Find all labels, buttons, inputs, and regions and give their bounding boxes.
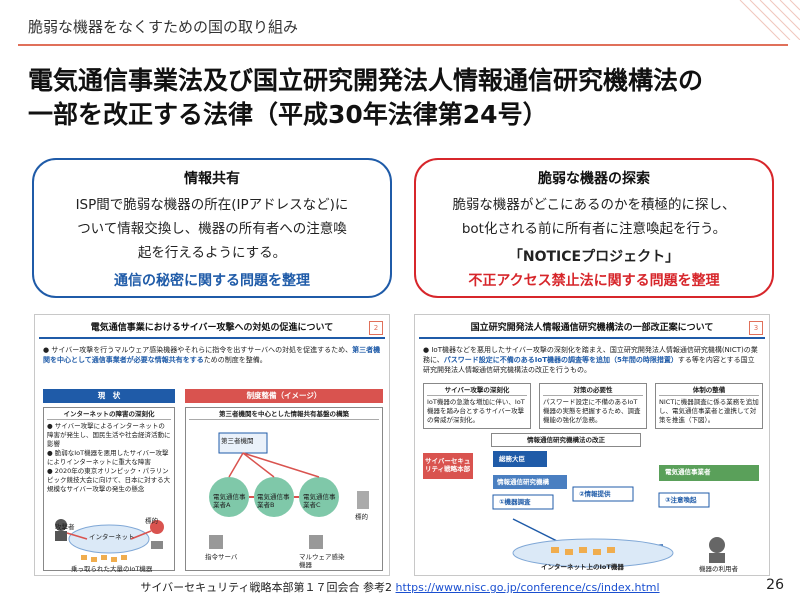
info-sharing-heading: 情報共有	[184, 171, 240, 187]
slide2-step1-label: ①機器調査	[499, 498, 531, 506]
slide1-operator-b-label: 電気通信事業者B	[257, 493, 290, 509]
notice-project-label: 「NOTICEプロジェクト」	[508, 249, 680, 265]
slide1-server-label: 指令サーバ	[205, 553, 238, 561]
slide1-future-box-head: 第三者機関を中心とした情報共有基盤の構築	[189, 410, 379, 420]
info-sharing-card: 情報共有 ISP間で脆弱な機器の所在(IPアドレスなど)に ついて情報交換し、機…	[32, 158, 392, 298]
slide1-bullet-text1: サイバー攻撃を行うマルウェア感染機器やそれらに指令を出すサーバへの対処を促進する…	[51, 346, 353, 354]
slide2-hq-label: サイバーセキュリティ戦略本部	[425, 457, 471, 473]
slide1-target-label-2: 標的	[355, 513, 368, 521]
slide1-current-item-2-text: 脆弱なIoT機器を悪用したサイバー攻撃によりインターネットに重大な障害	[47, 449, 169, 466]
section-topic: 脆弱な機器をなくすための国の取り組み	[28, 18, 299, 36]
page-number: 26	[766, 577, 784, 593]
slide2-bullet-bold: パスワード設定に不備のあるIoT機器の調査等を追加（5年間の時限措置）	[443, 356, 678, 364]
source-link[interactable]: https://www.nisc.go.jp/conference/cs/ind…	[395, 581, 660, 594]
slide1-title: 電気通信事業におけるサイバー攻撃への対処の促進について	[39, 319, 385, 339]
slide1-current-item-3-text: 2020年の東京オリンピック・パラリンピック競技大会に向けて、日本に対する大規模…	[47, 467, 171, 493]
embedded-slide-nict: 国立研究開発法人情報通信研究機構法の一部改正案について 3 ● IoT機器などを…	[414, 314, 770, 576]
slide1-attack-illustration	[55, 519, 164, 562]
vulnerable-device-search-card: 脆弱な機器の探索 脆弱な機器がどこにあるのかを積極的に探し、 bot化される前に…	[414, 158, 774, 298]
info-sharing-body-line3: 起を行えるようにする。	[137, 245, 287, 261]
slide2-box-necessity-body: パスワード設定に不備のあるIoT機器の実態を把握するため、調査機能の強化が急務。	[543, 398, 641, 424]
slide2-nict-diagram	[423, 451, 759, 568]
slide1-third-party-label: 第三者機関	[221, 437, 254, 445]
slide1-current-tag: 現 状	[43, 389, 175, 403]
slide2-box-system-head: 体制の整備	[659, 386, 759, 396]
slide2-operator-label: 電気通信事業者	[665, 468, 711, 476]
slide2-user-label: 機器の利用者	[699, 565, 738, 573]
slide2-bullet: ● IoT機器などを悪用したサイバー攻撃の深刻化を踏まえ、国立研究開発法人情報通…	[423, 346, 758, 374]
slide2-box-severity-head: サイバー攻撃の深刻化	[427, 386, 527, 396]
slide1-internet-label: インターネット	[89, 533, 135, 541]
slide1-page-number: 2	[369, 321, 383, 335]
slide2-bullet-text1: IoT機器などを悪用したサイバー攻撃の深刻化を踏まえ、国立研究開発法人情報通信研…	[423, 346, 758, 364]
slide1-current-item-1-text: サイバー攻撃によるインターネットの障害が発生し、国民生活や社会経済活動に影響	[47, 422, 171, 448]
info-sharing-body-line1: ISP間で脆弱な機器の所在(IPアドレスなど)に	[75, 197, 349, 213]
header-divider	[18, 44, 788, 46]
slide1-sharing-diagram	[209, 432, 369, 549]
slide2-box-necessity: 対策の必要性 パスワード設定に不備のあるIoT機器の実態を把握するため、調査機能…	[539, 383, 647, 429]
slide1-current-box-head: インターネットの障害の深刻化	[47, 410, 171, 420]
slide2-step2-label: ②情報提供	[579, 490, 611, 498]
slide2-box-severity: サイバー攻撃の深刻化 IoT機器の急激な増加に伴い、IoT機器を踏み台とするサイ…	[423, 383, 531, 429]
slide1-target-label: 標的	[145, 517, 158, 525]
slide1-bullet-text2: ための制度を整備。	[203, 356, 267, 364]
slide2-minister-label: 総務大臣	[499, 455, 525, 463]
source-text: サイバーセキュリティ戦略本部第１７回会合 参考2	[140, 581, 396, 594]
page-title-line1: 電気通信事業法及び国立研究開発法人情報通信研究機構法の	[28, 66, 704, 95]
slide1-current-item-3: ● 2020年の東京オリンピック・パラリンピック競技大会に向けて、日本に対する大…	[47, 467, 171, 493]
page-title: 電気通信事業法及び国立研究開発法人情報通信研究機構法の 一部を改正する法律（平成…	[28, 64, 788, 132]
info-sharing-footer: 通信の秘密に関する問題を整理	[114, 273, 310, 289]
slide2-nict-label: 情報通信研究機構	[497, 478, 549, 486]
slide2-step3-label: ③注意喚起	[665, 496, 697, 504]
slide1-malware-label: マルウェア感染機器	[299, 553, 345, 569]
device-search-body-line2: bot化される前に所有者に注意喚起を行う。	[461, 221, 727, 237]
slide1-current-item-2: ● 脆弱なIoT機器を悪用したサイバー攻撃によりインターネットに重大な障害	[47, 449, 169, 466]
info-sharing-body-line2: ついて情報交換し、機器の所有者への注意喚	[77, 221, 347, 237]
slide1-operator-a-label: 電気通信事業者A	[213, 493, 246, 509]
corner-hatch-decoration	[739, 0, 800, 40]
page-title-line2: 一部を改正する法律（平成30年法律第24号）	[28, 100, 548, 129]
source-citation: サイバーセキュリティ戦略本部第１７回会合 参考2 https://www.nis…	[0, 579, 800, 595]
slide1-current-item-1: ● サイバー攻撃によるインターネットの障害が発生し、国民生活や社会経済活動に影響	[47, 422, 171, 448]
slide1-attacker-label: 攻撃者	[55, 523, 75, 531]
device-search-body-line1: 脆弱な機器がどこにあるのかを積極的に探し、	[452, 197, 736, 213]
slide1-future-tag: 制度整備（イメージ）	[185, 389, 383, 403]
slide2-box-system-body: NICTに機器調査に係る業務を追加し、電気通信事業者と連携して対策を推進（下図）…	[659, 398, 759, 424]
info-sharing-body: ISP間で脆弱な機器の所在(IPアドレスなど)に ついて情報交換し、機器の所有者…	[46, 193, 378, 265]
slide2-center-head: 情報通信研究機構法の改正	[491, 433, 641, 447]
device-search-footer: 不正アクセス禁止法に関する問題を整理	[468, 273, 720, 289]
slide2-box-necessity-head: 対策の必要性	[543, 386, 643, 396]
slide1-bullet-bold: 第三者機関を中心として通信事業者が必要な情報共有をする	[43, 346, 381, 364]
slide1-iot-label: 乗っ取られた大量のIoT機器	[71, 565, 153, 573]
slide2-box-severity-body: IoT機器の急激な増加に伴い、IoT機器を踏み台とするサイバー攻撃の脅威が深刻化…	[427, 398, 525, 424]
device-search-body: 脆弱な機器がどこにあるのかを積極的に探し、 bot化される前に所有者に注意喚起を…	[428, 193, 760, 241]
slide2-bullet-text2: する等を内容とする国立研究開発法人情報通信研究機構法の改正を行うもの。	[423, 356, 755, 374]
slide2-internet-label: インターネット上のIoT機器	[541, 563, 624, 571]
slide2-title: 国立研究開発法人情報通信研究機構法の一部改正案について	[419, 319, 765, 339]
slide1-bullet: ● サイバー攻撃を行うマルウェア感染機器やそれらに指令を出すサーバへの対処を促進…	[43, 346, 381, 364]
slide2-page-number: 3	[749, 321, 763, 335]
device-search-heading: 脆弱な機器の探索	[538, 171, 650, 187]
embedded-slide-telecom: 電気通信事業におけるサイバー攻撃への対処の促進について 2 ● サイバー攻撃を行…	[34, 314, 390, 576]
slide2-box-system: 体制の整備 NICTに機器調査に係る業務を追加し、電気通信事業者と連携して対策を…	[655, 383, 763, 429]
slide1-operator-c-label: 電気通信事業者C	[303, 493, 336, 509]
